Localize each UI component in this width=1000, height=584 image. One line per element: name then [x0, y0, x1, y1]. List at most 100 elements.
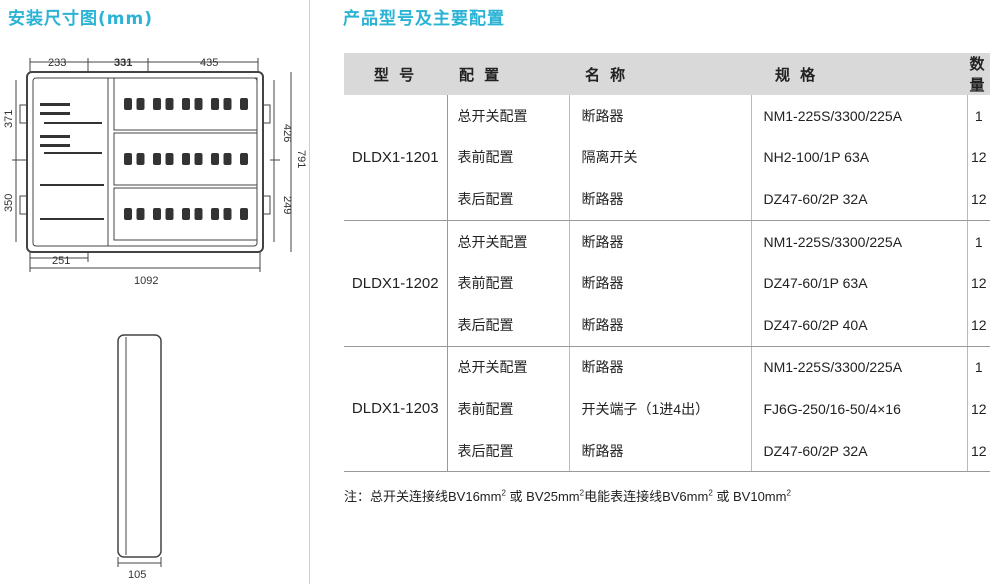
cell-spec: NH2-100/1P 63A [750, 136, 967, 179]
dim-top-a: 233 [48, 57, 66, 69]
cell-name: 断路器 [568, 262, 751, 304]
footnote: 注：总开关连接线BV16mm2 或 BV25mm2电能表连接线BV6mm2 或 … [344, 486, 791, 505]
cell-name: 断路器 [568, 346, 751, 389]
cell-name: 断路器 [568, 220, 751, 263]
cell-name: 断路器 [568, 95, 751, 137]
cell-qty: 1 [966, 346, 990, 389]
note-sup-4: 2 [786, 488, 791, 498]
cell-spec: NM1-225S/3300/225A [750, 95, 967, 137]
meter-block [153, 98, 161, 110]
dim-bottom-total: 1092 [134, 275, 158, 287]
meter-block [165, 208, 174, 220]
dim-bottom-inner: 251 [52, 255, 70, 267]
header-qty: 数 量 [967, 53, 990, 95]
cell-name: 开关端子（1进4出） [568, 388, 751, 430]
cell-config: 表后配置 [447, 429, 569, 473]
cell-spec: DZ47-60/1P 63A [750, 262, 967, 304]
meter-block [153, 208, 161, 220]
cell-config: 表后配置 [447, 178, 569, 221]
meter-block [240, 98, 248, 110]
meter-block [194, 208, 203, 220]
cell-qty: 12 [966, 429, 990, 473]
dim-top-c: 435 [200, 57, 218, 69]
meter-block [194, 153, 203, 165]
cell-qty: 12 [966, 178, 990, 221]
table-title: 产品型号及主要配置 [343, 9, 505, 29]
cell-spec: DZ47-60/2P 40A [750, 303, 967, 347]
meter-block [182, 98, 190, 110]
dim-right-a: 426 [281, 124, 293, 142]
cell-model: DLDX1-1202 [344, 220, 448, 347]
meter-block [136, 98, 145, 110]
meter-block [124, 153, 132, 165]
cell-qty: 12 [966, 136, 990, 179]
dim-far-right: 791 [295, 150, 307, 168]
meter-block [136, 153, 145, 165]
cell-spec: NM1-225S/3300/225A [750, 346, 967, 389]
meter-block [194, 98, 203, 110]
note-sup-3: 2 [708, 488, 713, 498]
section-divider [309, 0, 310, 584]
meter-block [182, 153, 190, 165]
meter-block [240, 153, 248, 165]
cell-qty: 1 [966, 220, 990, 263]
dim-left-b: 350 [3, 194, 15, 212]
meter-block [165, 153, 174, 165]
dim-top-b: 331 [114, 57, 132, 69]
meter-block [211, 208, 219, 220]
meter-block [240, 208, 248, 220]
installation-drawing: 233 331 435 371 350 426 249 791 251 1092… [3, 57, 307, 581]
meter-block [124, 208, 132, 220]
cell-name: 断路器 [568, 178, 751, 221]
meter-block [211, 153, 219, 165]
cell-name: 断路器 [568, 429, 751, 473]
note-text-1: 注：总开关连接线BV16mm [344, 489, 502, 504]
dim-side-width: 105 [128, 569, 146, 581]
cell-config: 总开关配置 [457, 107, 528, 124]
header-model: 型 号 [344, 53, 447, 95]
note-text-3: 电能表连接线BV6mm [584, 489, 709, 504]
dim-right-b: 249 [281, 196, 293, 214]
header-spec: 规 格 [751, 53, 967, 95]
meter-block [223, 208, 232, 220]
meter-block [165, 98, 174, 110]
cell-name: 断路器 [568, 303, 751, 347]
cell-config: 总开关配置 [457, 233, 528, 250]
drawing-title: 安装尺寸图(mm) [8, 9, 153, 29]
meter-block [223, 153, 232, 165]
meter-block [136, 208, 145, 220]
cell-qty: 12 [966, 262, 990, 304]
cell-spec: DZ47-60/2P 32A [750, 178, 967, 221]
meter-block [223, 98, 232, 110]
cell-config: 表前配置 [457, 275, 514, 292]
cell-name: 隔离开关 [568, 136, 751, 179]
note-sup-2: 2 [579, 488, 585, 498]
meter-block [182, 208, 190, 220]
cell-config: 表前配置 [457, 400, 514, 417]
note-sup-1: 2 [501, 488, 506, 498]
meter-block [153, 153, 161, 165]
cell-model: DLDX1-1201 [344, 95, 448, 221]
header-name: 名 称 [569, 53, 751, 95]
cell-config: 表后配置 [447, 303, 569, 347]
cell-qty: 12 [966, 303, 990, 347]
table-header-row: 型 号 配 置 名 称 规 格 数 量 [344, 53, 990, 95]
dim-left-a: 371 [3, 110, 15, 128]
cell-config: 表前配置 [457, 149, 514, 166]
note-text-4: 或 BV10mm [716, 489, 787, 504]
cell-spec: FJ6G-250/16-50/4×16 [750, 388, 967, 430]
meter-block [124, 98, 132, 110]
cell-qty: 1 [966, 95, 990, 137]
cell-spec: NM1-225S/3300/225A [750, 220, 967, 263]
meter-block [211, 98, 219, 110]
